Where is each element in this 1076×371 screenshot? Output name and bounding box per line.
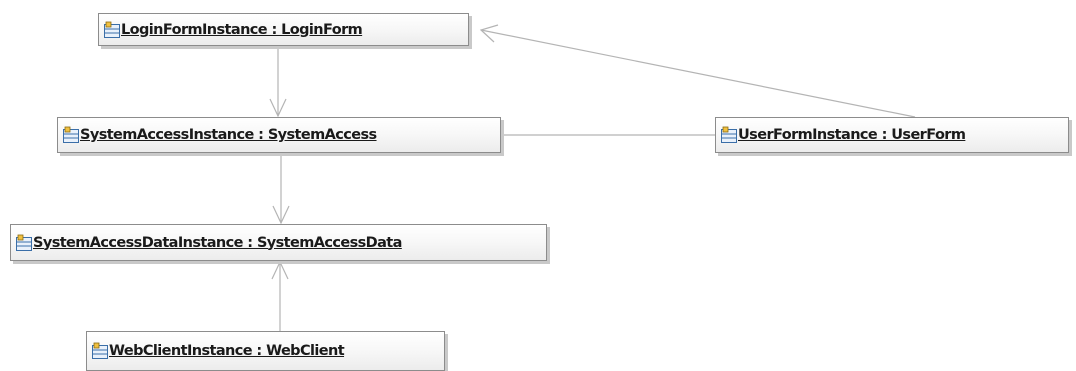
arrowhead-data-bottom (271, 260, 289, 280)
object-instance-icon (92, 342, 108, 359)
object-label: WebClientInstance : WebClient (109, 343, 345, 359)
object-node-login-form-instance[interactable]: LoginFormInstance : LoginForm (98, 13, 469, 46)
arrowhead-login (479, 24, 499, 43)
link-user-to-login (480, 29, 916, 118)
object-node-system-access-data-instance[interactable]: SystemAccessDataInstance : SystemAccessD… (10, 224, 547, 261)
object-label: UserFormInstance : UserForm (738, 127, 966, 143)
object-label: SystemAccessInstance : SystemAccess (80, 127, 377, 143)
arrowhead-data-top (272, 205, 290, 225)
object-instance-icon (16, 234, 32, 251)
object-node-system-access-instance[interactable]: SystemAccessInstance : SystemAccess (57, 117, 501, 153)
object-instance-icon (721, 126, 737, 143)
arrowhead-access (269, 98, 287, 118)
object-node-web-client-instance[interactable]: WebClientInstance : WebClient (86, 331, 445, 371)
object-instance-icon (104, 21, 120, 38)
object-label: SystemAccessDataInstance : SystemAccessD… (33, 234, 402, 251)
object-label: LoginFormInstance : LoginForm (121, 21, 363, 38)
object-node-user-form-instance[interactable]: UserFormInstance : UserForm (715, 117, 1069, 153)
object-instance-icon (63, 126, 79, 143)
